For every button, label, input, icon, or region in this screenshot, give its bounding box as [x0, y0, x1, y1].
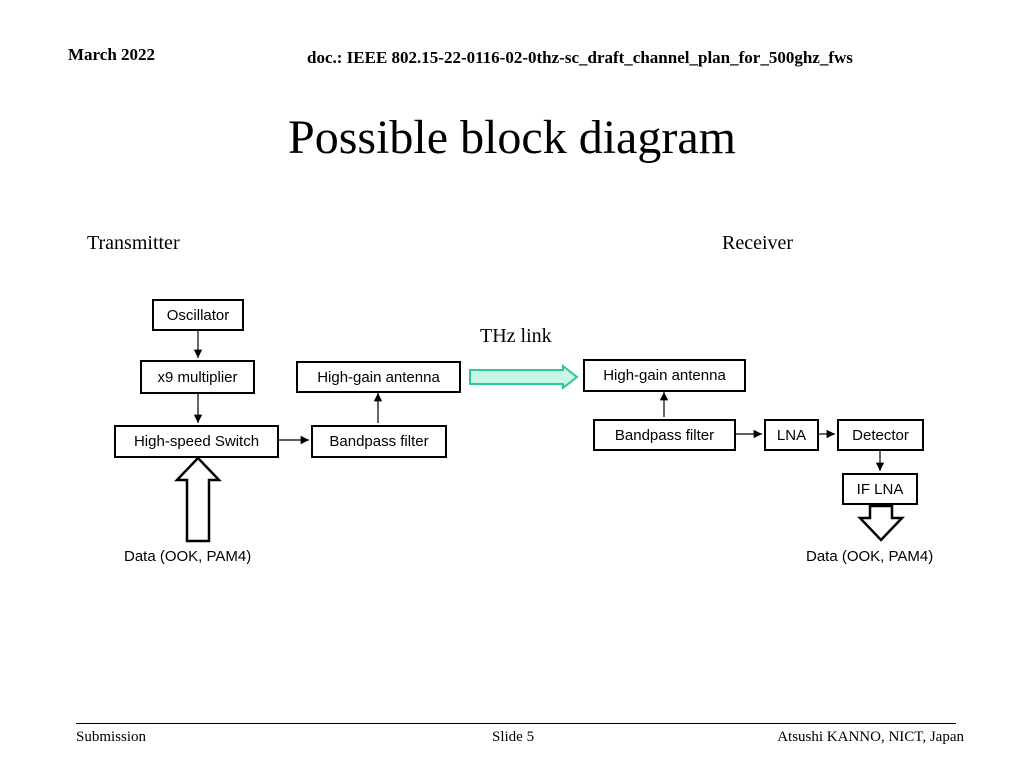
receiver-heading: Receiver: [722, 232, 794, 254]
tx-antenna-block: High-gain antenna: [296, 361, 461, 393]
header-date: March 2022: [68, 45, 156, 64]
footer-author: Atsushi KANNO, NICT, Japan: [777, 729, 964, 745]
rx-antenna-block: High-gain antenna: [583, 359, 746, 392]
rx-detector-block: Detector: [837, 419, 924, 451]
transmitter-heading: Transmitter: [87, 232, 180, 254]
rx-data-output-arrow: [857, 504, 905, 542]
footer-divider: [76, 723, 956, 724]
rx-bandpass-block: Bandpass filter: [593, 419, 736, 451]
rx-lna-block: LNA: [764, 419, 819, 451]
tx-switch-block: High-speed Switch: [114, 425, 279, 458]
footer-submission: Submission: [76, 729, 147, 745]
tx-data-label: Data (OOK, PAM4): [124, 548, 252, 565]
tx-bandpass-block: Bandpass filter: [311, 425, 447, 458]
slide-title: Possible block diagram: [288, 111, 736, 164]
tx-data-input-arrow: [174, 456, 222, 543]
tx-oscillator-block: Oscillator: [152, 299, 244, 331]
rx-if-lna-block: IF LNA: [842, 473, 918, 505]
thz-link-arrow: [469, 363, 579, 391]
tx-multiplier-block: x9 multiplier: [140, 360, 255, 394]
footer-slide-number: Slide 5: [492, 729, 535, 745]
thz-link-label: THz link: [480, 325, 552, 347]
rx-data-label: Data (OOK, PAM4): [806, 548, 934, 565]
header-doc-id: doc.: IEEE 802.15-22-0116-02-0thz-sc_dra…: [307, 48, 853, 67]
